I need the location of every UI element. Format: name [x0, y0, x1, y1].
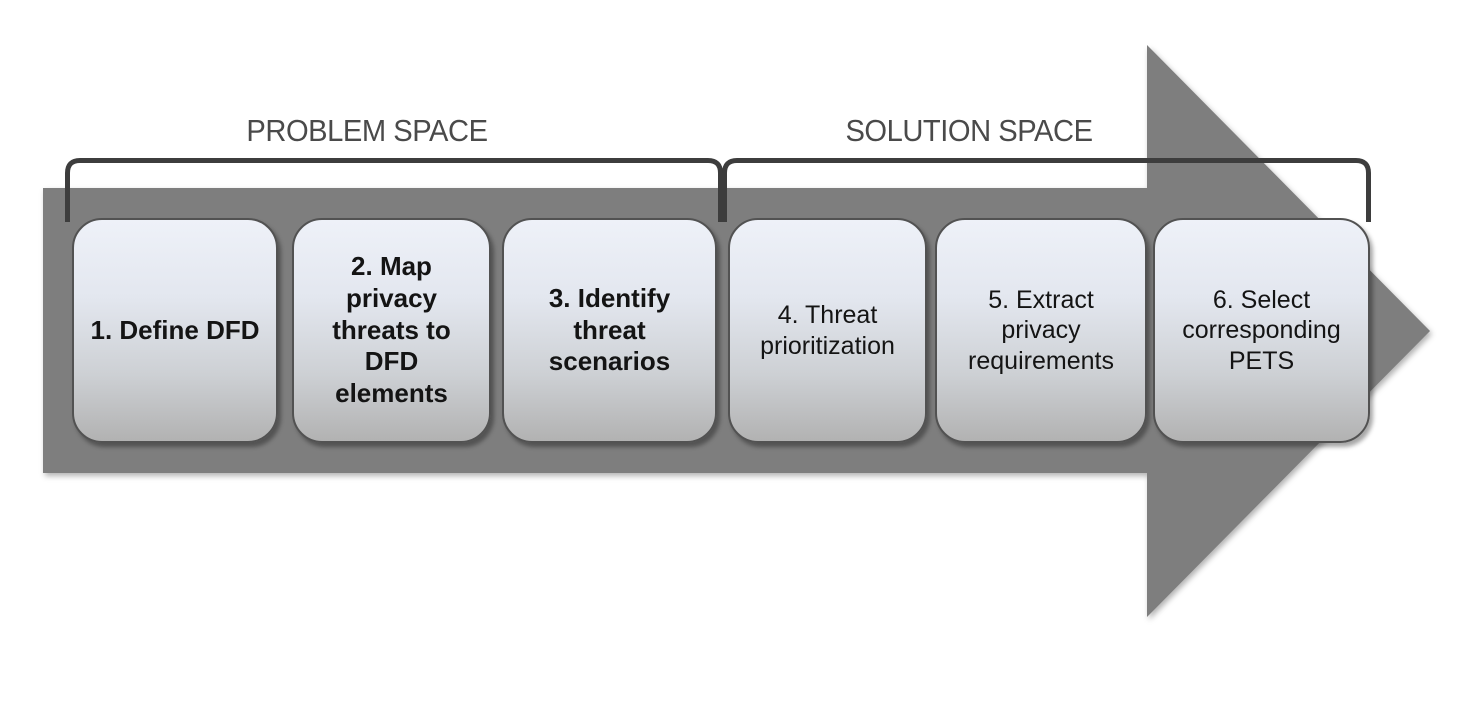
- step-2-label: 2. Map privacy threats to DFD elements: [332, 251, 451, 409]
- step-1-label: 1. Define DFD: [90, 314, 260, 345]
- problem-space-bracket: [65, 158, 723, 222]
- solution-space-bracket: [722, 158, 1371, 222]
- step-3-label: 3. Identify threat scenarios: [548, 282, 671, 377]
- step-box-5-extract-privacy-requirements: 5. Extract privacy requirements: [935, 218, 1147, 443]
- problem-space-label: PROBLEM SPACE: [246, 113, 488, 148]
- step-box-3-identify-threat-scenarios: 3. Identify threat scenarios: [502, 218, 717, 443]
- step-box-2-map-privacy-threats: 2. Map privacy threats to DFD elements: [292, 218, 491, 443]
- step-4-label: 4. Threat prioritization: [760, 301, 895, 360]
- step-5-label: 5. Extract privacy requirements: [968, 285, 1114, 375]
- solution-space-label: SOLUTION SPACE: [845, 113, 1093, 148]
- step-box-1-define-dfd: 1. Define DFD: [72, 218, 278, 443]
- step-box-6-select-corresponding-pets: 6. Select corresponding PETS: [1153, 218, 1370, 443]
- step-box-4-threat-prioritization: 4. Threat prioritization: [728, 218, 927, 443]
- step-6-label: 6. Select corresponding PETS: [1182, 285, 1341, 375]
